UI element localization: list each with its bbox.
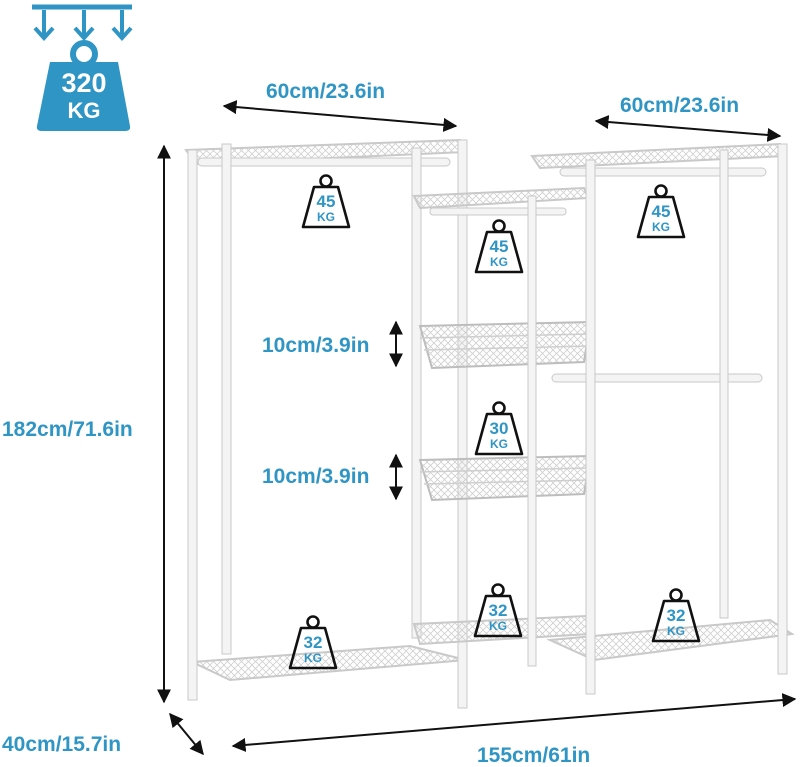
wardrobe-rack (184, 138, 795, 709)
left-width-label: 60cm/23.6in (266, 80, 386, 103)
wire-basket-top (418, 320, 592, 370)
load-unit: KG (490, 255, 508, 269)
left-width-arrow (222, 100, 458, 132)
load-icon-weight-icon (474, 219, 524, 274)
load-value: 32 (488, 601, 508, 620)
post (457, 139, 468, 709)
post (719, 149, 729, 619)
total-width-label: 155cm/61in (477, 744, 591, 767)
depth-arrow (169, 712, 204, 756)
load-value: 45 (651, 202, 671, 221)
right-top-shelf (530, 142, 788, 170)
capacity-weight-icon (36, 40, 131, 131)
load-value: 30 (489, 419, 509, 438)
load-unit: KG (304, 651, 322, 665)
middle-hanging-rod (429, 207, 567, 216)
load-unit: KG (490, 437, 508, 451)
total-width-arrow (231, 693, 797, 752)
load-value: 32 (303, 633, 323, 652)
post (585, 159, 596, 695)
left-unit (184, 138, 468, 709)
load-value: 32 (666, 606, 686, 625)
load-icon-weight-icon (473, 583, 523, 638)
right-hanging-rod-middle (551, 373, 763, 383)
post (187, 149, 198, 701)
right-width-arrow (594, 115, 782, 142)
load-icon-weight-icon (636, 184, 686, 239)
total-capacity-unit: KG (67, 98, 101, 123)
right-width-label: 60cm/23.6in (620, 94, 740, 117)
post (777, 143, 788, 675)
basket-gap-bottom-label: 10cm/3.9in (262, 465, 370, 488)
right-hanging-rod-top (559, 167, 767, 177)
post (411, 147, 422, 639)
post (527, 195, 537, 667)
load-icons (288, 174, 701, 670)
load-value: 45 (489, 237, 509, 256)
load-icon-weight-icon (651, 588, 701, 643)
post (221, 143, 232, 655)
load-icon-weight-icon (474, 401, 524, 456)
load-icon-weight-icon (301, 174, 351, 229)
load-unit: KG (489, 619, 507, 633)
basket-gap-top-label: 10cm/3.9in (262, 334, 370, 357)
left-hanging-rod (197, 157, 451, 167)
depth-label: 40cm/15.7in (2, 733, 122, 756)
load-unit: KG (652, 220, 670, 234)
load-unit: KG (667, 624, 685, 638)
wire-basket-bottom (418, 454, 592, 502)
middle-top-shelf (412, 186, 590, 210)
downward-arrows-icon (32, 4, 133, 41)
load-unit: KG (317, 210, 335, 224)
dimension-lines (157, 100, 797, 756)
load-icon-weight-icon (288, 615, 338, 670)
total-capacity-value: 320 (61, 68, 107, 98)
height-label: 182cm/71.6in (2, 418, 133, 441)
load-value: 45 (316, 192, 336, 211)
